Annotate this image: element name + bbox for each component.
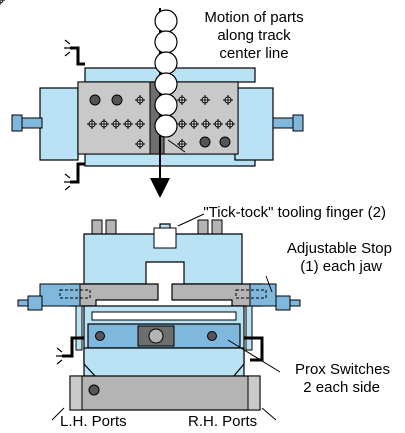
right-jaw <box>171 283 263 307</box>
lh-ports-label: L.H. Ports <box>60 413 127 428</box>
prox-switches-label-1: Prox Switches <box>295 361 390 378</box>
screw-icon <box>88 384 100 396</box>
crosshair-holes <box>0 0 5 5</box>
lower-hose-right <box>244 336 264 362</box>
right-stop-hidden-line <box>235 289 267 299</box>
tooling-finger <box>153 227 177 249</box>
right-fitting-top <box>272 114 304 132</box>
left-stop-hidden-line <box>59 289 91 299</box>
rh-leader <box>261 407 277 421</box>
left-jaw <box>69 283 159 307</box>
front-view <box>17 219 301 411</box>
diagonal-mark <box>167 139 186 153</box>
adjustable-stop-label-1: Adjustable Stop <box>287 240 392 257</box>
left-jaw-plate <box>77 81 159 155</box>
motion-label-3: center line <box>219 45 288 62</box>
screw-icon <box>219 136 231 148</box>
top-slot <box>91 311 237 321</box>
hose-upper-left <box>70 46 85 66</box>
prox-switches-label-2: 2 each side <box>303 379 380 396</box>
screw-icon <box>89 94 101 106</box>
hose-end-icon <box>64 173 71 191</box>
bottom-plate-right-edge <box>247 375 261 411</box>
stop-leader <box>265 275 273 293</box>
left-stop-screw <box>17 295 43 311</box>
lh-leader <box>51 407 65 421</box>
hose-lower-left <box>70 162 85 184</box>
top-view <box>0 0 304 198</box>
motion-label-1: Motion of parts <box>204 9 303 26</box>
right-adjustable-stop <box>249 283 277 307</box>
right-post <box>245 305 253 351</box>
hose-end-icon <box>64 39 71 57</box>
rh-ports-label: R.H. Ports <box>188 413 257 428</box>
parts-circles <box>154 9 178 138</box>
rod-clevis <box>148 328 164 344</box>
hose-end-icon <box>56 347 63 365</box>
bottom-plate-left-edge <box>69 375 83 411</box>
tooling-leader <box>177 213 205 227</box>
tooling-finger-label: "Tick-tock" tooling finger (2) <box>203 204 386 221</box>
screw-icon <box>199 136 211 148</box>
screw-icon <box>207 331 217 341</box>
left-fitting-top <box>11 114 43 132</box>
left-post <box>75 305 83 351</box>
lower-hose-left <box>62 336 84 358</box>
right-end-cap <box>234 87 274 161</box>
right-stop-screw <box>275 295 301 311</box>
adjustable-stop-label-2: (1) each jaw <box>300 258 382 275</box>
prox-leader <box>227 339 281 373</box>
motion-label-2: along track <box>217 27 291 44</box>
screw-icon <box>95 331 105 341</box>
screw-icon <box>111 94 123 106</box>
left-end-cap <box>39 87 79 161</box>
